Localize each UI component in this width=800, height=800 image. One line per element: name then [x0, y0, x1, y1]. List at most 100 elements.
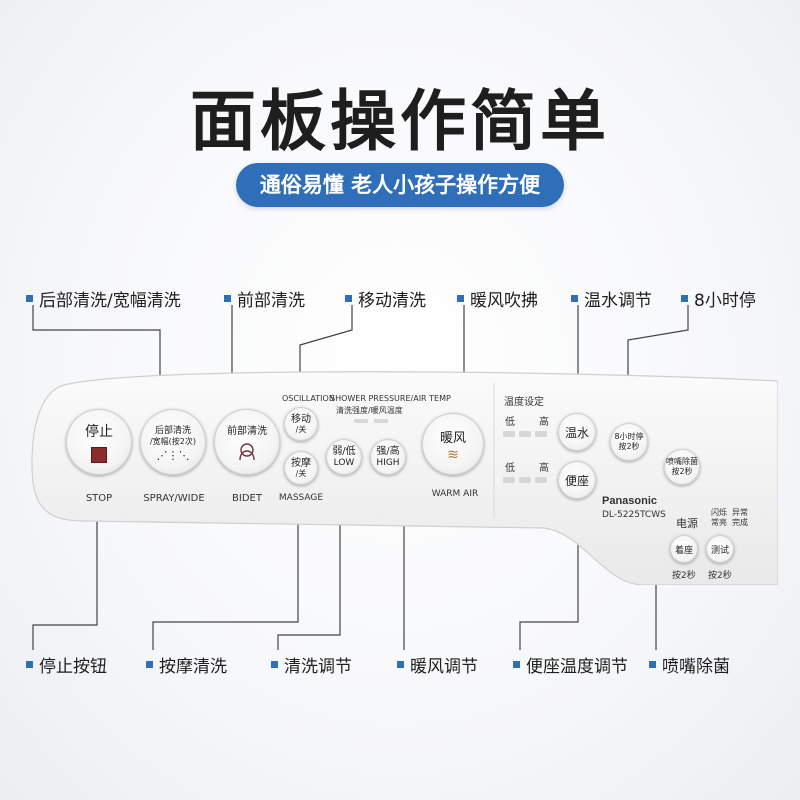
high-button[interactable]: 强/高 HIGH	[370, 439, 406, 475]
callout-nozzle: 喷嘴除菌	[649, 652, 730, 677]
callout-seat-temp: 便座温度调节	[513, 652, 628, 677]
warm-air-label: 暖风	[439, 431, 466, 446]
callout-rear-wash: 后部清洗/宽幅清洗	[26, 286, 181, 311]
control-panel: 停止 STOP 后部清洗 /宽幅(按2次) ⋰⋮⋱ SPRAY/WIDE 前部清…	[24, 363, 778, 585]
eight-hour-label: 8小时停	[614, 432, 644, 441]
pressure-header-en: SHOWER PRESSURE/AIR TEMP	[330, 394, 451, 403]
brand-logo: Panasonic	[602, 495, 658, 507]
line-massage	[152, 480, 299, 650]
stop-button-label: 停止	[85, 424, 113, 440]
callout-warm-air-label: 暖风吹拂	[470, 291, 538, 311]
callout-heat-label: 暖风调节	[410, 657, 478, 677]
line-pressure	[277, 480, 341, 650]
callout-pressure: 清洗调节	[271, 652, 352, 677]
water-temp-button-label: 温水	[564, 425, 589, 440]
oscillation-sub-label: /关	[295, 425, 307, 434]
callout-eight-hour-label: 8小时停	[694, 291, 756, 311]
rear-wash-button[interactable]: 后部清洗 /宽幅(按2次) ⋰⋮⋱	[140, 409, 206, 475]
seat-temp-high: 高	[539, 463, 549, 474]
callout-eight-hour: 8小时停	[681, 286, 756, 311]
oscillation-button[interactable]: 移动 /关	[284, 407, 318, 441]
line-stop	[32, 475, 98, 650]
low-button-sub-label: LOW	[333, 457, 355, 468]
line-spray	[32, 305, 161, 412]
callout-front-wash: 前部清洗	[224, 286, 305, 311]
massage-caption: MASSAGE	[278, 493, 324, 503]
pressure-header-cn: 清洗强度/暖风温度	[336, 406, 403, 415]
woman-icon	[239, 443, 255, 461]
seat-temp-level-1	[503, 477, 515, 483]
seat-sensor-label: 着座	[674, 545, 693, 556]
callout-move-wash: 移动清洗	[345, 286, 426, 311]
callout-front-wash-label: 前部清洗	[237, 291, 305, 311]
rear-wash-label: 后部清洗	[154, 425, 191, 436]
callout-move-wash-label: 移动清洗	[358, 291, 426, 311]
callout-stop: 停止按钮	[26, 652, 107, 677]
seat-temp-button[interactable]: 便座	[558, 461, 596, 499]
water-temp-button[interactable]: 温水	[558, 413, 596, 451]
eight-hour-sub-label: 按2秒	[618, 442, 640, 451]
bidet-button-label: 前部清洗	[227, 426, 267, 437]
seat-press-2s: 按2秒	[672, 571, 696, 581]
seat-temp-level-2	[519, 477, 531, 483]
massage-sub-label: /关	[295, 469, 307, 478]
seat-sensor-button[interactable]: 着座	[670, 535, 698, 563]
oscillation-header: OSCILLATION	[282, 394, 335, 403]
callout-seat-temp-label: 便座温度调节	[526, 657, 628, 677]
callout-warm-air: 暖风吹拂	[457, 286, 538, 311]
line-seat-temp	[519, 500, 579, 650]
abnormal-label: 异常	[732, 508, 748, 517]
callout-stop-label: 停止按钮	[39, 657, 107, 677]
seat-temp-level-3	[535, 477, 547, 483]
water-temp-level-3	[535, 431, 547, 437]
complete-label: 完成	[732, 518, 748, 527]
low-button-label: 弱/低	[332, 445, 356, 457]
callout-water-temp: 温水调节	[571, 286, 652, 311]
callout-pressure-label: 清洗调节	[284, 657, 352, 677]
stop-caption: STOP	[85, 493, 113, 504]
water-temp-high: 高	[539, 417, 549, 428]
callout-massage-label: 按摩清洗	[159, 657, 227, 677]
water-temp-low: 低	[505, 417, 515, 428]
stop-indicator-icon	[91, 447, 107, 463]
oscillation-label: 移动	[291, 414, 311, 425]
rear-wash-sub-label: /宽幅(按2次)	[149, 436, 197, 446]
water-temp-level-2	[519, 431, 531, 437]
stop-button[interactable]: 停止	[66, 409, 132, 475]
seat-temp-low: 低	[505, 463, 515, 474]
water-temp-level-1	[503, 431, 515, 437]
subtitle-banner: 通俗易懂 老人小孩子操作方便	[236, 163, 564, 207]
callout-water-temp-label: 温水调节	[584, 291, 652, 311]
rear-wash-caption: SPRAY/WIDE	[143, 493, 205, 504]
callout-nozzle-label: 喷嘴除菌	[662, 657, 730, 677]
pressure-indicator-1	[354, 419, 368, 423]
flash-on-label: 闪烁	[711, 508, 727, 517]
massage-label: 按摩	[291, 458, 311, 469]
spray-icon: ⋰⋮⋱	[156, 448, 190, 462]
bidet-button[interactable]: 前部清洗	[214, 409, 280, 475]
warm-air-caption: WARM AIR	[431, 489, 479, 499]
nozzle-clean-label: 喷嘴除菌	[666, 457, 698, 466]
always-on-label: 常亮	[711, 518, 727, 527]
warm-air-button[interactable]: 暖风 ≋	[422, 413, 484, 475]
nozzle-clean-sub-label: 按2秒	[671, 467, 693, 476]
callout-rear-wash-label: 后部清洗/宽幅清洗	[39, 291, 181, 311]
test-button-label: 测试	[710, 545, 729, 556]
callout-heat: 暖风调节	[397, 652, 478, 677]
power-label: 电源	[676, 517, 698, 530]
seat-temp-button-label: 便座	[564, 473, 589, 488]
page-title: 面板操作简单	[190, 83, 610, 160]
heat-waves-icon: ≋	[447, 447, 459, 463]
pressure-indicator-2	[374, 419, 388, 423]
nozzle-clean-button[interactable]: 喷嘴除菌 按2秒	[664, 449, 700, 485]
low-button[interactable]: 弱/低 LOW	[326, 439, 362, 475]
callout-massage: 按摩清洗	[146, 652, 227, 677]
bidet-caption: BIDET	[232, 493, 262, 504]
model-number: DL-5225TCWS	[602, 510, 666, 520]
high-button-sub-label: HIGH	[376, 457, 400, 468]
high-button-label: 强/高	[376, 445, 400, 457]
temp-setting-label: 温度设定	[504, 397, 544, 408]
test-button[interactable]: 测试	[706, 535, 734, 563]
eight-hour-stop-button[interactable]: 8小时停 按2秒	[610, 423, 648, 461]
massage-button[interactable]: 按摩 /关	[284, 451, 318, 485]
